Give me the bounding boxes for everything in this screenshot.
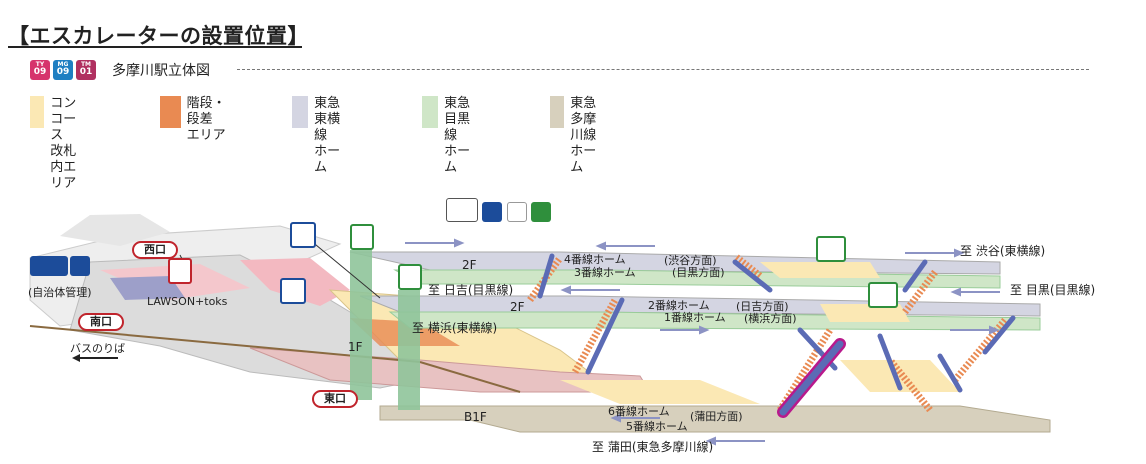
accessible-icon-2f <box>482 202 502 222</box>
restroom-icon <box>30 256 68 276</box>
title-underline <box>8 46 302 48</box>
municipal-label: (自治体管理) <box>28 286 92 299</box>
escalator-pictogram-icon-2 <box>868 282 898 308</box>
accessible-restroom-icon <box>70 256 90 276</box>
direction-hiyoshi: 至 日吉(目黒線) <box>428 283 514 297</box>
direction-yokohama-note: (横浜方面) <box>744 312 797 325</box>
ground-plaza <box>60 214 170 246</box>
elevator-icon <box>350 224 374 250</box>
exit-west: 西口 <box>132 241 178 259</box>
ticket-machine-icon <box>290 222 316 248</box>
legend-item-meguro: 東急目黒線ホーム <box>422 96 475 176</box>
direction-kamata-note: (蒲田方面) <box>690 410 743 423</box>
direction-kamata: 至 蒲田(東急多摩川線) <box>592 440 714 454</box>
legend-swatch <box>550 96 565 128</box>
title-divider <box>237 69 1089 70</box>
platform-b1f-tamagawa <box>379 405 1051 433</box>
platform-6-label: 6番線ホーム <box>608 405 670 418</box>
direction-shibuya-note: (渋谷方面) <box>664 254 717 267</box>
legend-swatch <box>30 96 45 128</box>
restroom-icon-2f <box>446 198 478 222</box>
ground-edge-line-2 <box>419 361 521 393</box>
baby-icon-2f <box>507 202 527 222</box>
page-title: 【エスカレーターの設置位置】 <box>8 24 309 48</box>
exit-south: 南口 <box>78 313 124 331</box>
platform-1-2-waiting <box>820 304 910 322</box>
legend-item-concourse: コンコース改札内エリア <box>30 96 83 192</box>
floor-label-2f-b: 2F <box>510 300 525 314</box>
floor-label-b1f: B1F <box>464 410 487 424</box>
legend-item-toyoko: 東急東横線ホーム <box>292 96 345 176</box>
station-diagram-title: 多摩川駅立体図 <box>112 63 210 79</box>
direction-meguro: 至 目黒(目黒線) <box>1010 283 1096 297</box>
legend-swatch <box>160 96 181 128</box>
shop-icon <box>168 258 192 284</box>
bus-arrow-head <box>72 354 80 362</box>
escalator-pictogram-icon <box>816 236 846 262</box>
legend-item-tamagawa: 東急多摩川線ホーム <box>550 96 603 176</box>
lawson-label: LAWSON+toks <box>147 295 228 308</box>
legend-swatch <box>422 96 439 128</box>
platform-4-label: 4番線ホーム <box>564 253 626 266</box>
elevator-icon-2 <box>398 264 422 290</box>
multipurpose-icon-2f <box>531 202 551 222</box>
direction-shibuya: 至 渋谷(東横線) <box>960 244 1046 258</box>
direction-hiyoshi-note: (日吉方面) <box>736 300 789 313</box>
lawson-store <box>110 276 185 300</box>
direction-yokohama: 至 横浜(東横線) <box>412 321 498 335</box>
elevator-shaft-2 <box>398 290 420 410</box>
legend-swatch <box>292 96 309 128</box>
elevator-shaft-1 <box>350 250 372 400</box>
exit-east: 東口 <box>312 390 358 408</box>
direction-arrows <box>405 238 1000 446</box>
floor-label-1f: 1F <box>348 340 363 354</box>
highlighted-escalator-inner <box>779 340 844 416</box>
bus-stop-label: バスのりば <box>70 342 125 355</box>
leader-line <box>309 239 381 299</box>
legend-item-stairs: 階段・段差エリア <box>160 96 226 144</box>
floor-label-2f: 2F <box>462 258 477 272</box>
platform-1-label: 1番線ホーム <box>664 311 726 324</box>
ticket-machine-icon-2 <box>280 278 306 304</box>
platform-3-label: 3番線ホーム <box>574 266 636 279</box>
direction-meguro-note: (目黒方面) <box>672 266 725 279</box>
platform-3-4-waiting <box>760 262 880 278</box>
b1f-concourse <box>560 380 760 404</box>
platform-5-label: 5番線ホーム <box>626 420 688 433</box>
platform-2-label: 2番線ホーム <box>648 299 710 312</box>
